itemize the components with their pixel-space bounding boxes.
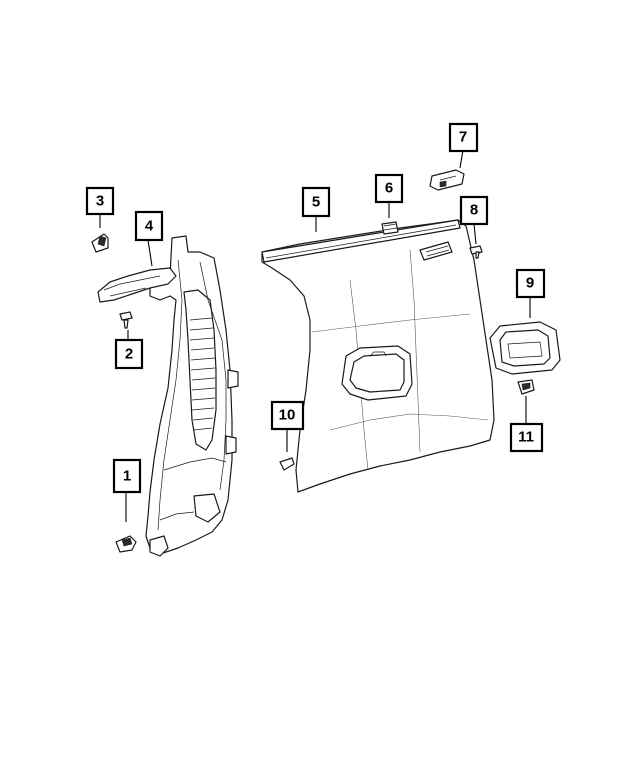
callout-5-label: 5 bbox=[312, 194, 320, 211]
part-1-retainer-clip[interactable] bbox=[115, 535, 137, 553]
callout-7-label: 7 bbox=[459, 129, 467, 146]
callout-8-label: 8 bbox=[470, 202, 478, 219]
callout-11[interactable]: 11 bbox=[509, 422, 544, 453]
callout-10[interactable]: 10 bbox=[270, 400, 305, 431]
part-7-cover-cap[interactable] bbox=[429, 169, 465, 191]
part-5-quarter-trim-panel[interactable] bbox=[261, 219, 495, 493]
part-2-push-pin[interactable] bbox=[119, 311, 133, 329]
callout-1-label: 1 bbox=[123, 468, 131, 485]
callout-2-label: 2 bbox=[125, 346, 133, 363]
leader-lines bbox=[99, 149, 531, 522]
part-10-clip[interactable] bbox=[279, 457, 295, 471]
callout-4-label: 4 bbox=[145, 218, 154, 235]
callout-8[interactable]: 8 bbox=[459, 195, 489, 226]
callout-1[interactable]: 1 bbox=[112, 458, 142, 494]
callout-9-label: 9 bbox=[526, 275, 534, 292]
part-11-clip[interactable] bbox=[517, 379, 535, 395]
callout-6[interactable]: 6 bbox=[374, 173, 404, 204]
part-3-clip[interactable] bbox=[91, 233, 109, 253]
callout-5[interactable]: 5 bbox=[301, 186, 331, 218]
callout-10-label: 10 bbox=[279, 407, 296, 424]
part-4-pillar-trim-panel[interactable] bbox=[97, 235, 239, 557]
part-8-push-pin[interactable] bbox=[469, 245, 483, 259]
callout-3-label: 3 bbox=[96, 193, 104, 210]
callout-7[interactable]: 7 bbox=[448, 122, 479, 153]
callout-3[interactable]: 3 bbox=[85, 186, 115, 216]
part-9-bezel[interactable] bbox=[489, 321, 561, 375]
pillar-grille bbox=[189, 317, 216, 431]
callout-2[interactable]: 2 bbox=[114, 338, 144, 370]
callout-11-label: 11 bbox=[518, 429, 534, 446]
part-6-clip[interactable] bbox=[381, 221, 399, 235]
callout-9[interactable]: 9 bbox=[515, 268, 546, 299]
callout-6-label: 6 bbox=[385, 180, 393, 197]
callout-4[interactable]: 4 bbox=[134, 210, 164, 242]
